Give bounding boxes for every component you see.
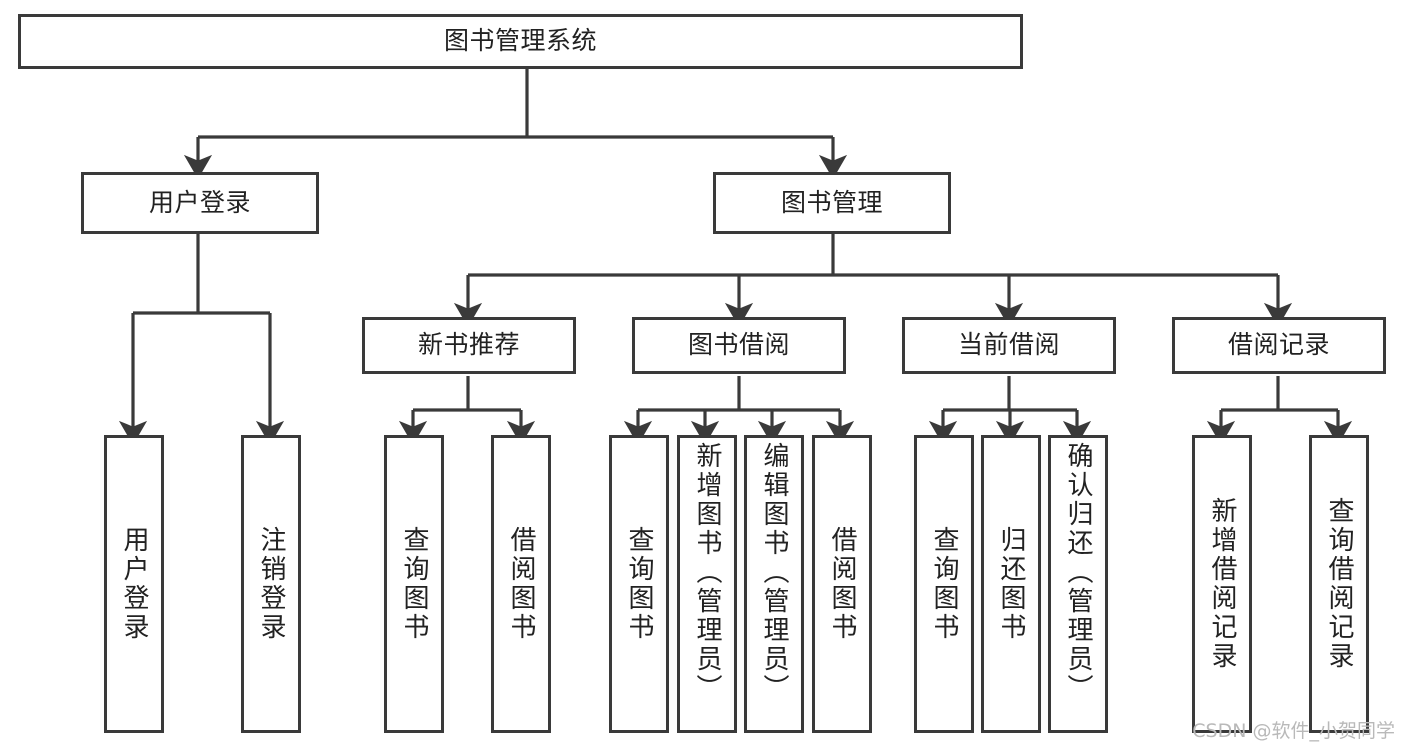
node-leaf-query-book-1[interactable]: 查询图书: [384, 435, 444, 733]
node-leaf-add-book[interactable]: 新增图书（管理员）: [677, 435, 737, 733]
node-book-manage-label: 图书管理: [780, 187, 883, 217]
node-leaf-query-book-2[interactable]: 查询图书: [609, 435, 669, 733]
node-leaf-add-record[interactable]: 新增借阅记录: [1192, 435, 1252, 733]
node-book-manage[interactable]: 图书管理: [713, 172, 951, 234]
node-leaf-query-record-label: 查询借阅记录: [1324, 497, 1354, 671]
node-leaf-confirm-return[interactable]: 确认归还（管理员）: [1048, 435, 1108, 733]
node-leaf-query-book-3[interactable]: 查询图书: [914, 435, 974, 733]
node-book-borrow[interactable]: 图书借阅: [632, 317, 846, 374]
node-leaf-borrow-book-1-label: 借阅图书: [506, 526, 536, 642]
node-root-label: 图书管理系统: [443, 26, 597, 56]
node-leaf-return-book-label: 归还图书: [996, 526, 1026, 642]
node-borrow-record[interactable]: 借阅记录: [1172, 317, 1386, 374]
node-leaf-add-record-label: 新增借阅记录: [1207, 497, 1237, 671]
node-new-book-rec-label: 新书推荐: [417, 330, 520, 360]
node-leaf-query-book-3-label: 查询图书: [929, 526, 959, 642]
node-leaf-borrow-book-2[interactable]: 借阅图书: [812, 435, 872, 733]
node-current-borrow[interactable]: 当前借阅: [902, 317, 1116, 374]
node-leaf-borrow-book-1[interactable]: 借阅图书: [491, 435, 551, 733]
node-leaf-logout[interactable]: 注销登录: [241, 435, 301, 733]
node-leaf-query-book-1-label: 查询图书: [399, 526, 429, 642]
node-root[interactable]: 图书管理系统: [18, 14, 1023, 69]
node-new-book-rec[interactable]: 新书推荐: [362, 317, 576, 374]
node-leaf-edit-book-label: 编辑图书（管理员）: [759, 442, 789, 703]
node-leaf-query-book-2-label: 查询图书: [624, 526, 654, 642]
node-user-login[interactable]: 用户登录: [81, 172, 319, 234]
node-leaf-user-login-label: 用户登录: [119, 526, 149, 642]
node-user-login-label: 用户登录: [148, 187, 251, 217]
node-leaf-confirm-return-label: 确认归还（管理员）: [1063, 442, 1093, 703]
node-current-borrow-label: 当前借阅: [957, 330, 1060, 360]
node-leaf-edit-book[interactable]: 编辑图书（管理员）: [744, 435, 804, 733]
csdn-watermark: CSDN @软件_小贺同学: [1192, 720, 1395, 742]
node-leaf-user-login[interactable]: 用户登录: [104, 435, 164, 733]
node-book-borrow-label: 图书借阅: [687, 330, 790, 360]
node-leaf-query-record[interactable]: 查询借阅记录: [1309, 435, 1369, 733]
node-leaf-borrow-book-2-label: 借阅图书: [827, 526, 857, 642]
node-borrow-record-label: 借阅记录: [1227, 330, 1330, 360]
node-leaf-return-book[interactable]: 归还图书: [981, 435, 1041, 733]
node-leaf-add-book-label: 新增图书（管理员）: [692, 442, 722, 703]
node-leaf-logout-label: 注销登录: [256, 526, 286, 642]
